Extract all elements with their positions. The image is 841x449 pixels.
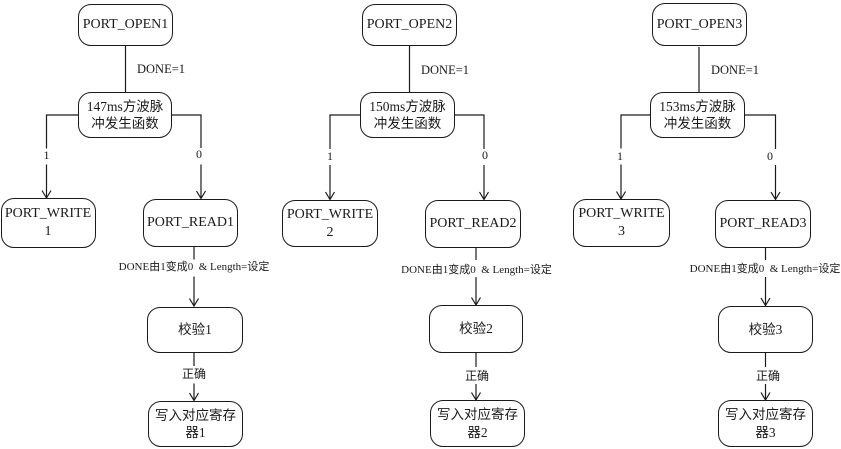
branch-0-label: 0 [481,148,489,163]
register-write-box: 写入对应寄存 器2 [430,400,525,447]
pulse-generator-label-line2: 冲发生函数 [663,116,732,131]
verify-label: 校验1 [178,322,212,338]
branch-1-label: 1 [616,149,624,164]
read-done-condition-label: DONE由1变成0 & Length=设定 [400,264,553,277]
register-write-label-line2: 器1 [185,425,206,440]
port-write-label-line2: 3 [618,224,625,239]
arrowhead-down-icon [195,190,207,200]
port-write-box: PORT_WRITE 1 [0,198,96,248]
pulse-generator-box: 153ms方波脉 冲发生函数 [650,92,745,138]
connector-branch-0 [455,114,485,199]
register-write-label-line1: 写入对应寄存 [155,407,236,423]
port-open-label: PORT_OPEN1 [82,17,169,33]
correct-label: 正确 [180,367,208,382]
port-open-box: PORT_OPEN2 [362,4,457,46]
branch-0-label: 0 [766,149,774,164]
pulse-generator-label-line2: 冲发生函数 [373,116,442,131]
arrowhead-down-icon [760,297,771,307]
pulse-generator-box: 147ms方波脉 冲发生函数 [78,92,172,138]
pulse-generator-label-line2: 冲发生函数 [91,116,159,131]
port-open-box: PORT_OPEN1 [78,4,173,46]
verify-box: 校验2 [429,305,523,353]
arrowhead-down-icon [324,191,336,201]
branch-0-label: 0 [195,147,203,162]
branch-1-label: 1 [42,148,51,163]
port-open-box: PORT_OPEN3 [652,3,747,46]
pulse-generator-box: 150ms方波脉 冲发生函数 [360,92,455,138]
done-condition-label: DONE=1 [420,63,471,78]
port-write-label-line2: 1 [44,224,52,239]
verify-box: 校验3 [718,306,813,353]
read-done-condition-label: DONE由1变成0 & Length=设定 [117,261,271,274]
port-write-label-line1: PORT_WRITE [4,206,92,222]
arrowhead-down-icon [188,392,200,402]
register-write-label-line1: 写入对应寄存 [437,407,518,423]
port-read-label: PORT_READ1 [146,215,235,231]
arrowhead-down-icon [770,191,781,201]
port-write-label-line1: PORT_WRITE [578,206,665,222]
connector-branch-0 [745,114,777,199]
port-write-box: PORT_WRITE 2 [282,200,378,247]
branch-1-label: 1 [326,149,334,164]
port-read-box: PORT_READ3 [715,200,811,248]
correct-label: 正确 [754,369,782,384]
register-write-label-line2: 器3 [755,424,776,440]
verify-box: 校验1 [147,307,243,353]
verify-label: 校验2 [459,321,493,337]
read-done-condition-label: DONE由1变成0 & Length=设定 [688,263,841,276]
arrowhead-down-icon [188,298,200,308]
pulse-generator-label-line1: 147ms方波脉 [86,98,164,114]
verify-label: 校验3 [748,321,783,337]
connector-branch-1 [620,114,650,199]
port-open-label: PORT_OPEN3 [656,16,743,32]
done-condition-label: DONE=1 [710,63,761,78]
connector-branch-1 [329,114,360,199]
register-write-box: 写入对应寄存 器3 [718,400,813,447]
pulse-generator-label-line1: 150ms方波脉 [369,98,446,114]
register-write-box: 写入对应寄存 器1 [148,401,243,447]
port-read-box: PORT_READ2 [425,200,521,248]
port-read-box: PORT_READ1 [143,199,238,247]
register-write-label-line2: 器2 [467,424,488,440]
pulse-generator-label-line1: 153ms方波脉 [659,98,736,114]
connector-branch-1 [45,114,78,198]
connector-branch-0 [172,114,202,198]
port-write-label-line1: PORT_WRITE [286,206,374,222]
correct-label: 正确 [463,369,491,384]
register-write-label-line1: 写入对应寄存 [725,407,806,423]
done-condition-label: DONE=1 [136,62,187,77]
port-open-label: PORT_OPEN2 [366,17,453,33]
port-write-box: PORT_WRITE 3 [573,199,670,247]
port-read-label: PORT_READ3 [719,216,807,232]
port-read-label: PORT_READ2 [429,216,517,232]
port-write-label-line2: 2 [326,224,334,240]
arrowhead-down-icon [478,191,490,201]
